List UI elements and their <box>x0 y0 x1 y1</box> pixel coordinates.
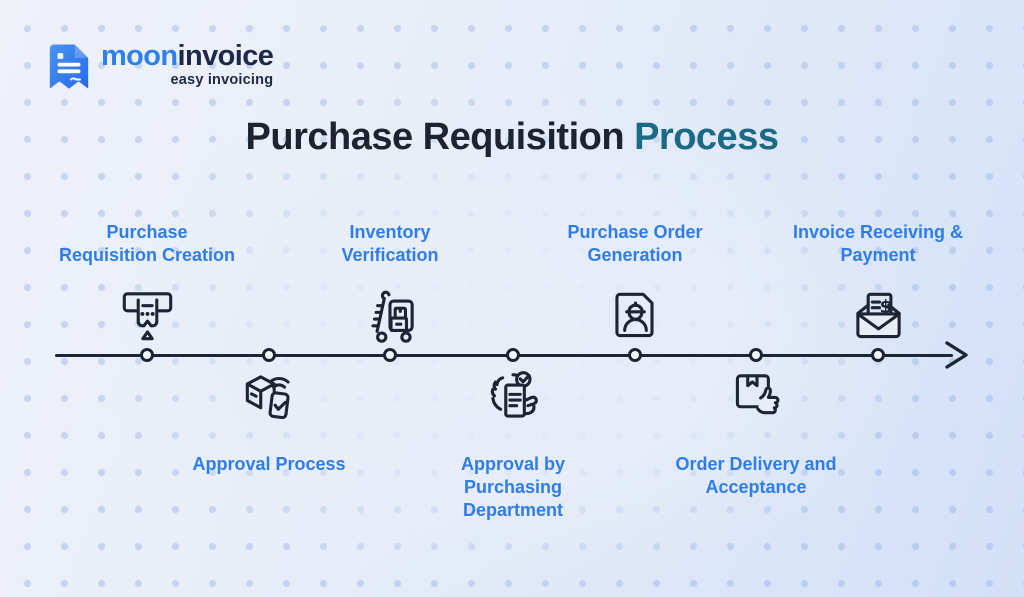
step-approval-by-purchasing-department: Approval by Purchasing Department <box>406 366 621 522</box>
document-approval-icon <box>490 371 538 418</box>
timeline-arrowhead-icon <box>945 341 968 369</box>
timeline-node <box>628 348 642 362</box>
timeline-node <box>140 348 154 362</box>
brand-name: mooninvoice <box>101 40 274 72</box>
page-title-accent: Process <box>634 116 779 158</box>
step-label: Inventory Verification <box>341 222 439 265</box>
step-label: Invoice Receiving & Payment <box>792 222 964 265</box>
timeline-node <box>749 348 763 362</box>
timeline-line <box>55 353 953 357</box>
timeline-node <box>506 348 520 362</box>
step-label: Purchase Order Generation <box>567 222 703 265</box>
receipt-dispenser-icon <box>122 292 172 341</box>
step-label: Approval by Purchasing Department <box>460 454 566 520</box>
page-title-main: Purchase Requisition <box>245 116 625 158</box>
step-invoice-receiving-and-payment: Invoice Receiving & Payment $ <box>771 221 986 350</box>
delivery-thumbs-up-icon <box>735 374 779 415</box>
step-approval-process: Approval Process <box>162 366 377 476</box>
invoice-bookmark-icon <box>49 44 89 89</box>
timeline-node <box>262 348 276 362</box>
inventory-cart-icon <box>370 290 414 343</box>
step-inventory-verification: Inventory Verification <box>283 221 498 350</box>
approval-package-icon <box>245 375 290 420</box>
timeline-node <box>871 348 885 362</box>
step-label: Order Delivery and Acceptance <box>675 454 837 497</box>
brand-logo-text: mooninvoice easy invoicing <box>101 40 274 89</box>
step-label: Approval Process <box>192 454 346 474</box>
brand-name-primary: moon <box>101 40 178 72</box>
brand-tagline: easy invoicing <box>170 72 274 89</box>
purchase-order-worker-icon <box>614 292 654 338</box>
invoice-envelope-icon: $ <box>855 292 901 339</box>
brand-name-secondary: invoice <box>177 40 274 72</box>
step-label: Purchase Requisition Creation <box>58 222 235 265</box>
step-order-delivery-and-acceptance: Order Delivery and Acceptance <box>649 366 864 499</box>
brand-logo: mooninvoice easy invoicing <box>46 40 274 93</box>
timeline-node <box>383 348 397 362</box>
step-purchase-requisition-creation: Purchase Requisition Creation <box>40 221 255 350</box>
step-purchase-order-generation: Purchase Order Generation <box>528 221 743 350</box>
